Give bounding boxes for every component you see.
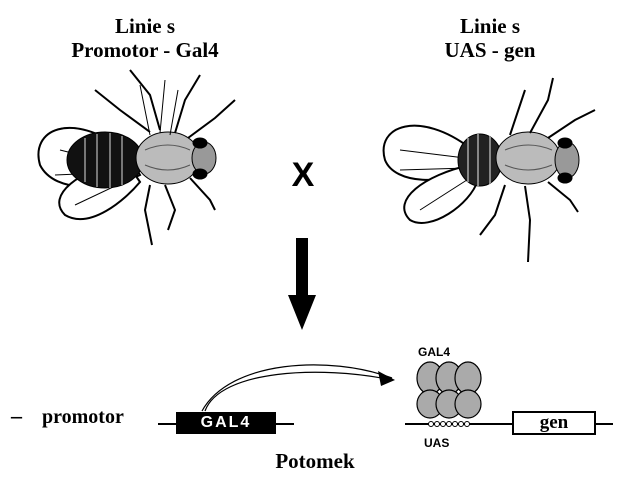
left-parent-line1: Linie s (30, 14, 260, 38)
gal4-gene-box: GAL4 (176, 412, 276, 434)
promotor-label: promotor (42, 406, 124, 429)
offspring-label: Potomek (260, 449, 370, 474)
left-fly-icon (38, 70, 235, 245)
gal4-protein-label: GAL4 (418, 345, 450, 359)
right-parent-line1: Linie s (385, 14, 595, 38)
right-parent-line2: UAS - gen (385, 38, 595, 62)
left-parent-line2: Promotor - Gal4 (30, 38, 260, 62)
left-dash: – (11, 403, 22, 429)
gal4-protein-icon (417, 362, 481, 418)
cross-symbol: X (283, 156, 323, 195)
down-arrow-icon (288, 238, 316, 330)
right-fly-icon (384, 78, 595, 262)
uas-sites (429, 422, 470, 427)
right-parent-title: Linie s UAS - gen (385, 14, 595, 62)
curved-arrow-icon (202, 365, 395, 411)
gene-box: gen (512, 411, 596, 435)
uas-label: UAS (424, 436, 449, 450)
left-parent-title: Linie s Promotor - Gal4 (30, 14, 260, 62)
